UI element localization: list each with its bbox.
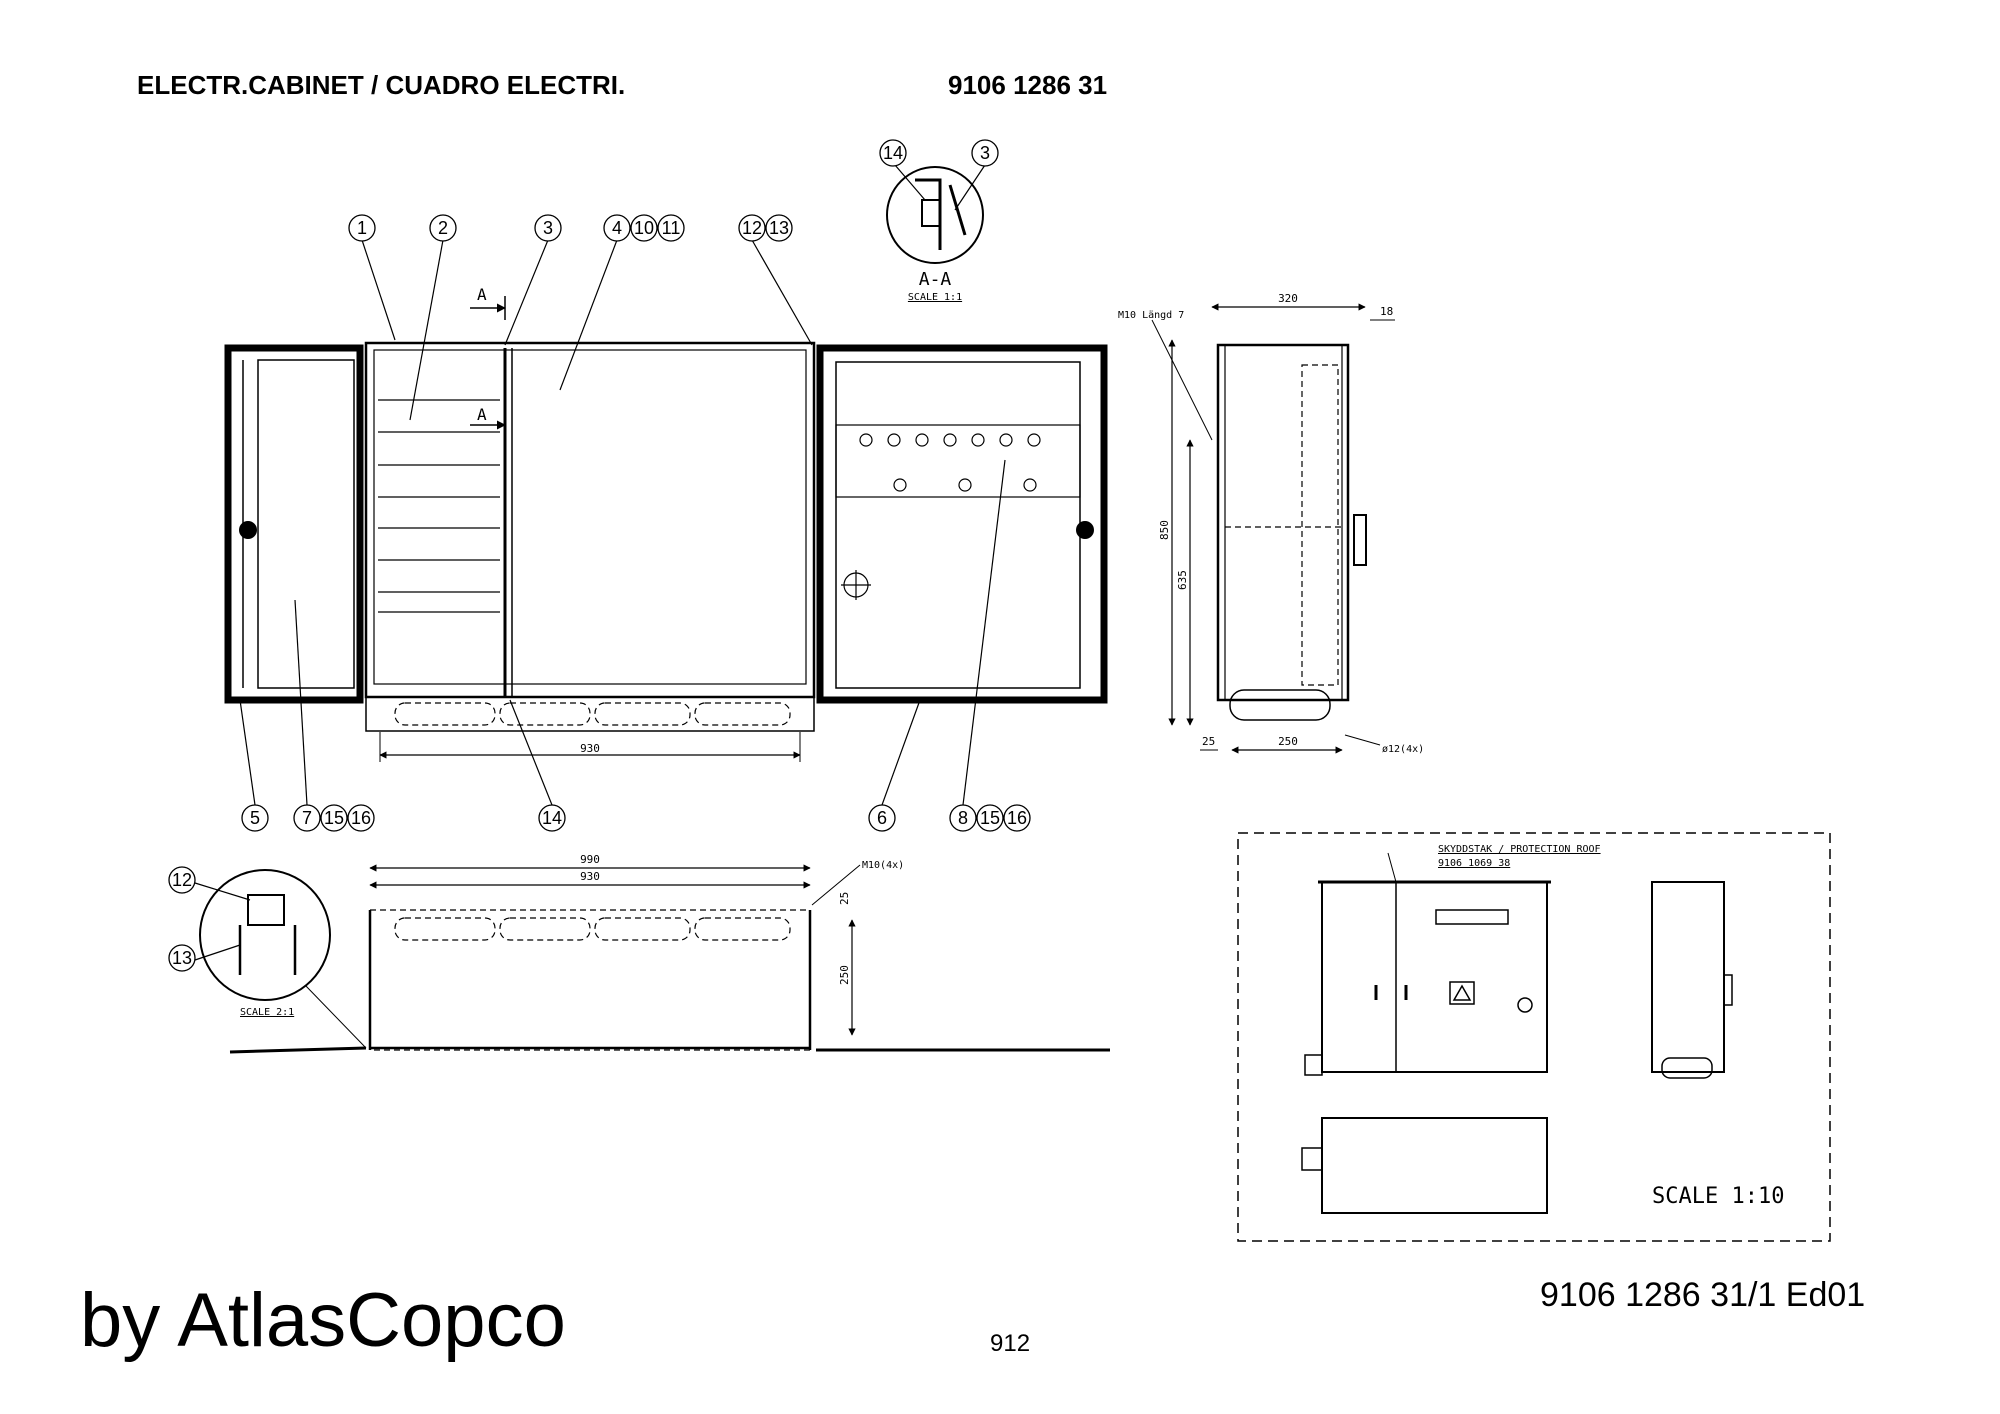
callout-3: 3 <box>534 214 562 242</box>
callout-14-section: 14 <box>879 139 907 167</box>
section-arrows <box>470 296 506 430</box>
callout-1: 1 <box>348 214 376 242</box>
svg-text:13: 13 <box>172 948 192 968</box>
svg-text:12: 12 <box>742 218 762 238</box>
callout-11: 11 <box>657 214 685 242</box>
svg-text:15: 15 <box>980 808 1000 828</box>
dim-top-depth: 250 <box>838 965 851 985</box>
callout-15-left: 15 <box>320 804 348 832</box>
callout-15-right: 15 <box>976 804 1004 832</box>
section-aa-detail <box>886 166 984 264</box>
inset-scale: SCALE 1:10 <box>1652 1184 1784 1209</box>
callout-3-section: 3 <box>971 139 999 167</box>
svg-text:3: 3 <box>980 143 990 163</box>
svg-text:4: 4 <box>612 218 622 238</box>
callout-10: 10 <box>630 214 658 242</box>
dim-side-width: 320 <box>1278 292 1298 305</box>
section-title: A-A <box>919 269 952 290</box>
page-number: 912 <box>990 1330 1031 1357</box>
dim-side-height: 850 <box>1158 520 1171 540</box>
dim-front-width: 930 <box>580 742 600 755</box>
callout-4: 4 <box>603 214 631 242</box>
callout-7: 7 <box>293 804 321 832</box>
dim-top-bolt: M10(4x) <box>862 860 904 871</box>
side-view <box>1151 303 1395 754</box>
callout-12-detail: 12 <box>168 866 196 894</box>
svg-text:16: 16 <box>351 808 371 828</box>
callout-8: 8 <box>949 804 977 832</box>
svg-text:8: 8 <box>958 808 968 828</box>
document-number: 9106 1286 31 <box>948 70 1108 100</box>
dim-top-outer: 990 <box>580 853 600 866</box>
svg-text:14: 14 <box>542 808 562 828</box>
section-arrow-label-bottom: A <box>477 405 487 424</box>
dim-side-inner-height: 635 <box>1176 570 1189 590</box>
brand-text: by AtlasCopco <box>80 1278 566 1363</box>
svg-text:6: 6 <box>877 808 887 828</box>
svg-text:1: 1 <box>357 218 367 238</box>
callout-2: 2 <box>429 214 457 242</box>
callout-5: 5 <box>241 804 269 832</box>
callout-12: 12 <box>738 214 766 242</box>
svg-text:11: 11 <box>662 218 681 238</box>
dim-side-offset: 18 <box>1380 305 1393 318</box>
detail-scale: SCALE 2:1 <box>240 1007 294 1018</box>
dim-side-bolt: M10 Längd 7 <box>1118 310 1184 321</box>
svg-text:10: 10 <box>634 218 654 238</box>
callout-14: 14 <box>538 804 566 832</box>
svg-text:5: 5 <box>250 808 260 828</box>
section-scale: SCALE 1:1 <box>908 292 962 303</box>
top-view <box>199 864 1110 1054</box>
inset-overview <box>1237 832 1831 1242</box>
inset-roof-number: 9106 1069 38 <box>1438 858 1510 869</box>
svg-text:15: 15 <box>324 808 344 828</box>
section-arrow-label-top: A <box>477 285 487 304</box>
drawing-reference: 9106 1286 31/1 Ed01 <box>1540 1276 1866 1314</box>
svg-text:2: 2 <box>438 218 448 238</box>
dim-top-small: 25 <box>838 892 851 905</box>
svg-text:12: 12 <box>172 870 192 890</box>
callout-16-right: 16 <box>1003 804 1031 832</box>
inset-roof-label: SKYDDSTAK / PROTECTION ROOF <box>1438 844 1601 855</box>
callout-16-left: 16 <box>347 804 375 832</box>
dim-side-base-offset: 25 <box>1202 735 1215 748</box>
svg-text:16: 16 <box>1007 808 1027 828</box>
dim-side-base: 250 <box>1278 735 1298 748</box>
callout-13: 13 <box>765 214 793 242</box>
callout-group <box>194 164 1006 961</box>
callout-13-detail: 13 <box>168 944 196 972</box>
svg-text:7: 7 <box>302 808 312 828</box>
svg-text:3: 3 <box>543 218 553 238</box>
callout-6: 6 <box>868 804 896 832</box>
dim-top-inner: 930 <box>580 870 600 883</box>
dim-side-hole: ø12(4x) <box>1382 744 1424 755</box>
front-view <box>224 341 1108 762</box>
drawing-title: ELECTR.CABINET / CUADRO ELECTRI. <box>137 70 626 100</box>
svg-text:13: 13 <box>769 218 789 238</box>
svg-text:14: 14 <box>883 143 903 163</box>
